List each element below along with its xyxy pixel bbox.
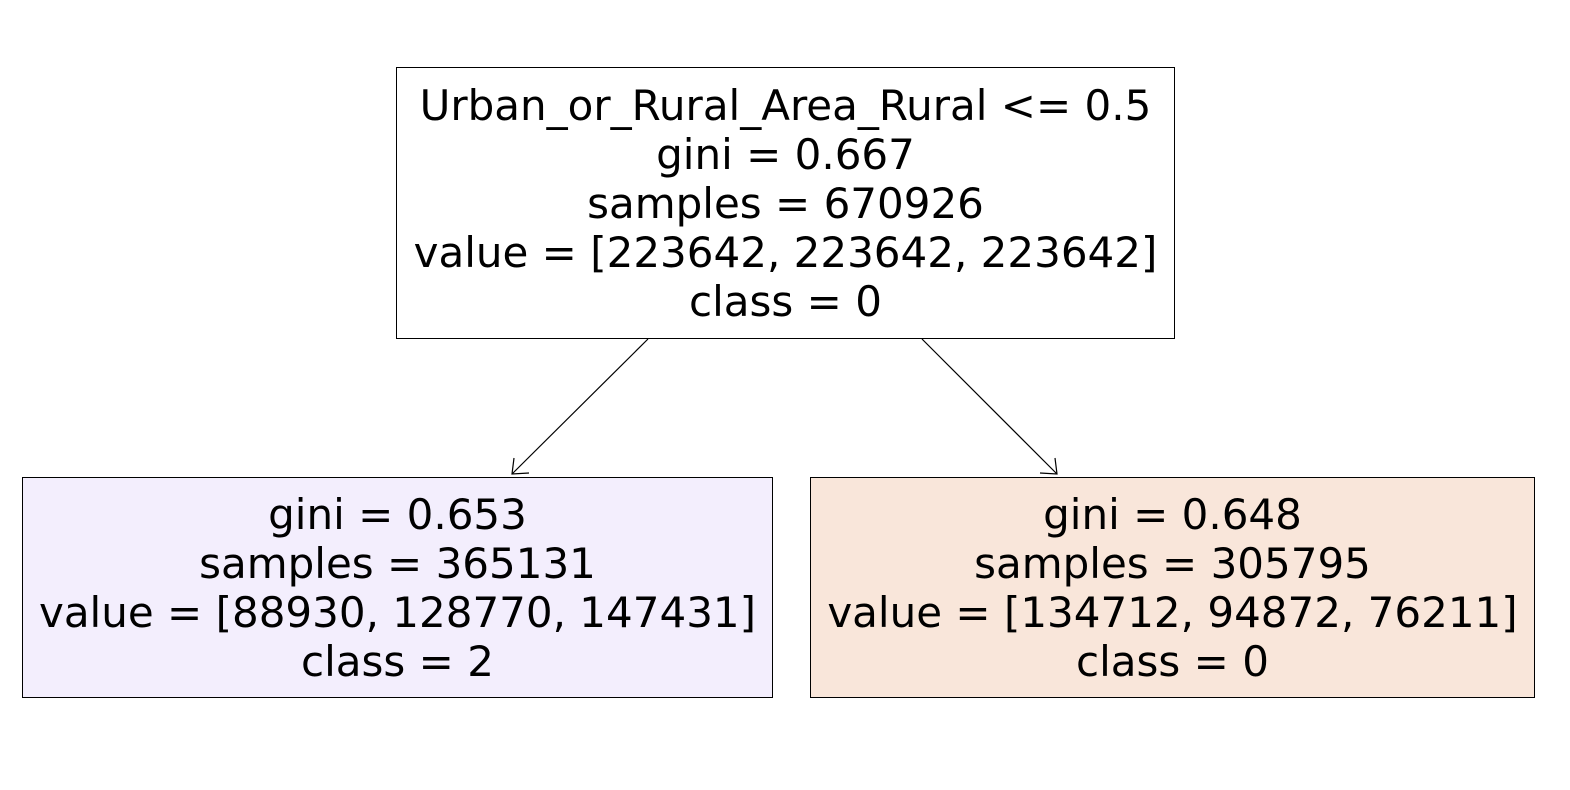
node-samples: samples = 305795 bbox=[974, 538, 1371, 588]
node-gini: gini = 0.648 bbox=[1043, 489, 1302, 539]
node-gini: gini = 0.667 bbox=[656, 129, 915, 179]
tree-node-left-leaf: gini = 0.653 samples = 365131 value = [8… bbox=[22, 477, 773, 698]
node-value: value = [134712, 94872, 76211] bbox=[827, 587, 1518, 637]
edge-root-left bbox=[511, 338, 649, 475]
node-split-condition: Urban_or_Rural_Area_Rural <= 0.5 bbox=[419, 80, 1152, 130]
node-value: value = [223642, 223642, 223642] bbox=[413, 227, 1158, 277]
tree-node-root: Urban_or_Rural_Area_Rural <= 0.5 gini = … bbox=[396, 67, 1175, 339]
node-samples: samples = 365131 bbox=[199, 538, 596, 588]
tree-node-right-leaf: gini = 0.648 samples = 305795 value = [1… bbox=[810, 477, 1535, 698]
edge-root-right bbox=[921, 338, 1058, 475]
node-class: class = 2 bbox=[301, 636, 494, 686]
node-samples: samples = 670926 bbox=[587, 178, 984, 228]
node-class: class = 0 bbox=[689, 276, 882, 326]
node-value: value = [88930, 128770, 147431] bbox=[38, 587, 757, 637]
node-class: class = 0 bbox=[1076, 636, 1269, 686]
node-gini: gini = 0.653 bbox=[268, 489, 527, 539]
